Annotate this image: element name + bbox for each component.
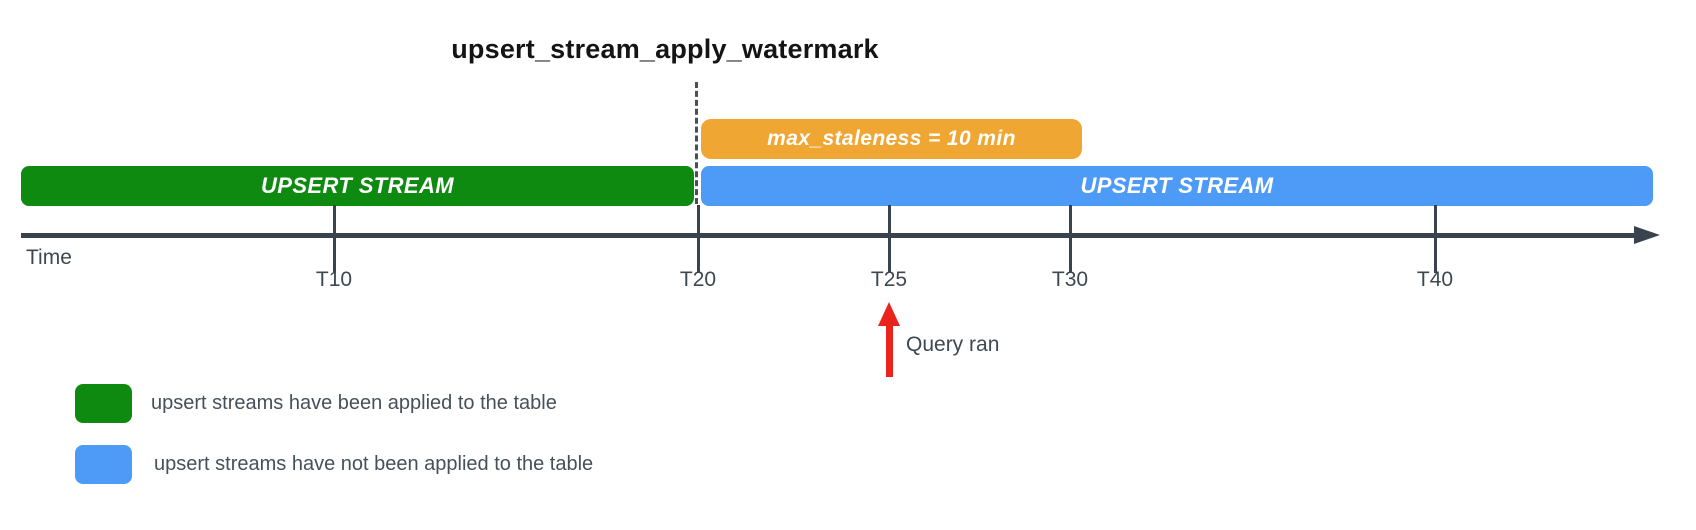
watermark-dashed-line bbox=[695, 82, 698, 204]
time-axis-label: Time bbox=[26, 246, 72, 269]
query-ran-arrow-icon bbox=[878, 302, 900, 326]
legend-label-applied: upsert streams have been applied to the … bbox=[151, 392, 557, 414]
tick-mark-t20 bbox=[696, 205, 700, 273]
upsert-stream-not-applied-bar-label: UPSERT STREAM bbox=[1080, 173, 1274, 198]
tick-label-t40: T40 bbox=[1416, 268, 1454, 291]
tick-mark-t40 bbox=[1433, 205, 1437, 273]
tick-mark-t30 bbox=[1068, 205, 1072, 273]
query-ran-label: Query ran bbox=[906, 333, 1000, 356]
legend-swatch-applied bbox=[75, 384, 132, 423]
upsert-stream-applied-bar-label: UPSERT STREAM bbox=[260, 173, 455, 198]
tick-label-t30: T30 bbox=[1051, 268, 1089, 291]
tick-label-t20: T20 bbox=[679, 268, 717, 291]
legend-swatch-not-applied bbox=[75, 445, 132, 484]
tick-mark-t10 bbox=[332, 205, 336, 273]
time-axis-line bbox=[21, 233, 1641, 238]
diagram-title: upsert_stream_apply_watermark bbox=[451, 34, 879, 64]
query-ran-arrow-shaft bbox=[886, 324, 893, 377]
legend-label-not-applied: upsert streams have not been applied to … bbox=[154, 453, 594, 475]
upsert-stream-applied-bar: UPSERT STREAM bbox=[21, 166, 694, 206]
tick-label-t25: T25 bbox=[870, 268, 908, 291]
upsert-stream-not-applied-bar: UPSERT STREAM bbox=[701, 166, 1653, 206]
max-staleness-bar: max_staleness = 10 min bbox=[701, 119, 1082, 159]
max-staleness-bar-label: max_staleness = 10 min bbox=[767, 127, 1016, 150]
tick-label-t10: T10 bbox=[315, 268, 353, 291]
tick-mark-t25 bbox=[887, 205, 891, 273]
time-axis-arrowhead-icon bbox=[1634, 226, 1660, 244]
